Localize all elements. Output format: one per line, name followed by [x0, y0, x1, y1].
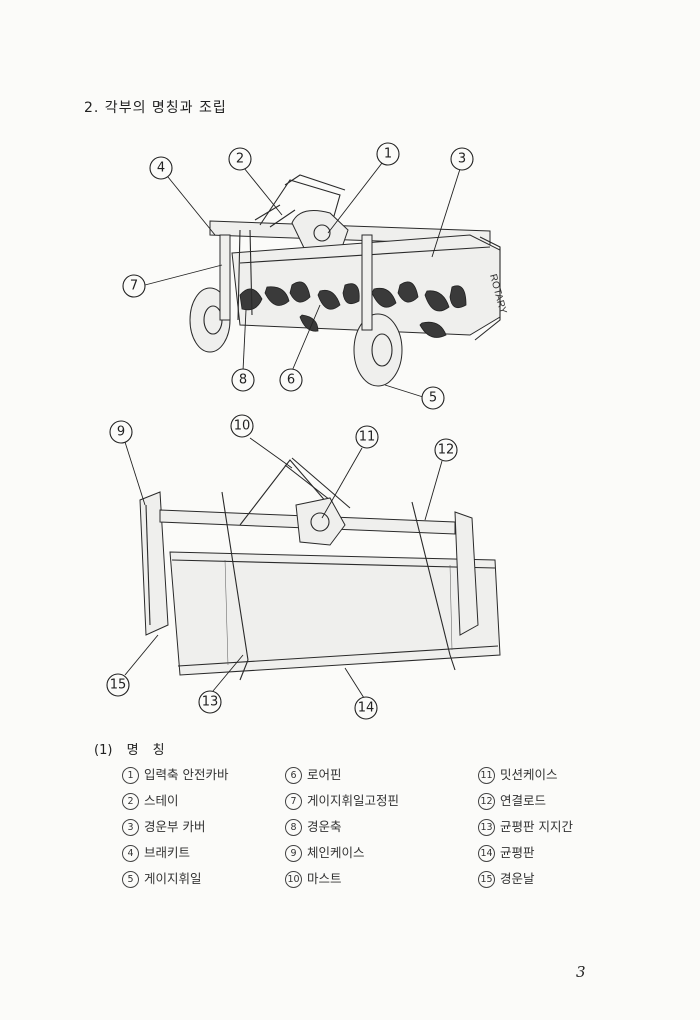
- svg-text:1: 1: [384, 147, 392, 162]
- legend-title-a: 명: [126, 743, 139, 758]
- svg-text:15: 15: [110, 678, 127, 693]
- legend-title: (1) 명 칭: [94, 739, 175, 758]
- svg-text:4: 4: [157, 161, 165, 176]
- svg-text:11: 11: [359, 430, 376, 445]
- callout-10: 10: [230, 414, 293, 469]
- svg-text:2: 2: [236, 152, 244, 167]
- callout-4: 4: [149, 156, 216, 236]
- svg-text:7: 7: [130, 279, 138, 294]
- svg-text:6: 6: [287, 373, 295, 388]
- left-gauge-wheel: [189, 234, 231, 353]
- svg-text:10: 10: [234, 419, 251, 434]
- svg-text:12: 12: [438, 443, 455, 458]
- callout-14: 14: [344, 667, 378, 720]
- svg-text:3: 3: [458, 152, 466, 167]
- callout-7: 7: [122, 264, 223, 298]
- tiller-rear-illustration: 9 10 11 12 15 13 14: [106, 414, 501, 720]
- svg-text:5: 5: [429, 391, 437, 406]
- callout-6: 6: [279, 304, 321, 392]
- callout-8: 8: [231, 309, 255, 392]
- page-number: 3: [576, 963, 586, 981]
- callout-12: 12: [424, 438, 458, 521]
- callout-11: 11: [321, 425, 379, 519]
- leveler-support-rods: [221, 491, 451, 661]
- rotary-tiller-illustration: ROTARY 4 2 1: [122, 142, 508, 410]
- callout-3: 3: [431, 147, 474, 258]
- callout-15: 15: [106, 634, 159, 697]
- section-heading: 2. 각부의 명칭과 조립: [84, 100, 227, 116]
- tiller-blades: [239, 281, 467, 338]
- svg-text:14: 14: [358, 701, 375, 716]
- right-gauge-wheel: [353, 234, 403, 387]
- callout-2: 2: [228, 147, 283, 216]
- callout-13: 13: [198, 654, 244, 714]
- svg-text:9: 9: [117, 425, 125, 440]
- callout-5: 5: [384, 384, 445, 410]
- svg-text:13: 13: [202, 695, 219, 710]
- top-mast: [259, 179, 341, 231]
- transmission-case: [295, 497, 346, 546]
- legend-label: (1): [94, 743, 113, 758]
- legend-title-b: 칭: [152, 743, 165, 758]
- leveling-plate: [169, 551, 501, 676]
- callout-9: 9: [109, 420, 146, 506]
- svg-text:8: 8: [239, 373, 247, 388]
- callout-1: 1: [327, 142, 400, 234]
- mast-frame: [239, 459, 341, 526]
